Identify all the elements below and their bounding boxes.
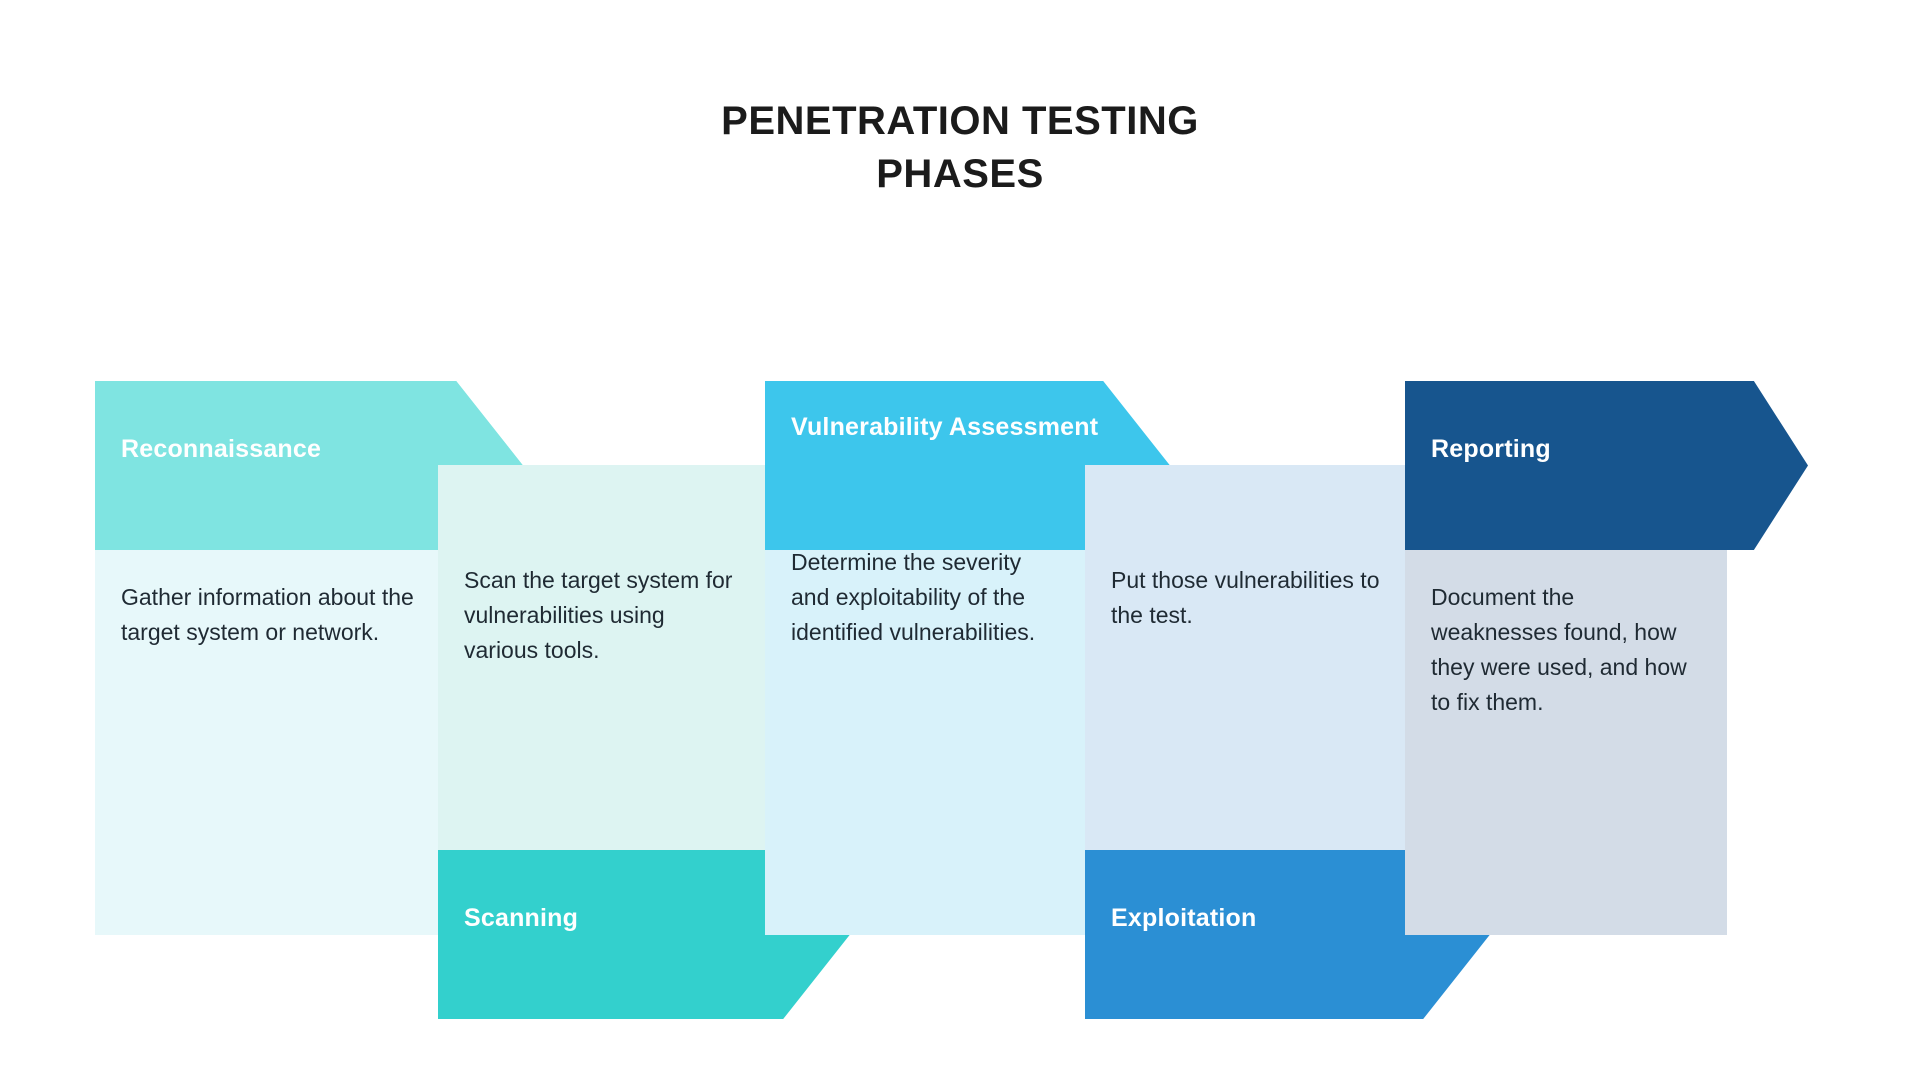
phase-arrow-scanning: Scanning	[438, 850, 850, 1019]
phase-description-vulnerability-assessment: Determine the severity and exploitabilit…	[791, 549, 1036, 645]
phase-label-scanning: Scanning	[464, 904, 579, 932]
phase-label-vulnerability-assessment: Vulnerability Assessment	[791, 413, 1099, 441]
phase-arrow-reporting: Reporting	[1405, 381, 1808, 550]
phase-description-reconnaissance: Gather information about the target syst…	[121, 584, 414, 645]
phase-arrow-vulnerability-assessment: Vulnerability Assessment	[765, 381, 1170, 550]
page-title: PENETRATION TESTING PHASES	[721, 99, 1199, 196]
phase-arrow-reconnaissance: Reconnaissance	[95, 381, 523, 550]
phase-label-exploitation: Exploitation	[1111, 904, 1257, 932]
phase-arrow-exploitation: Exploitation	[1085, 850, 1490, 1019]
phase-description-reporting: Document the weaknesses found, how they …	[1431, 584, 1687, 715]
phase-description-scanning: Scan the target system for vulnerabiliti…	[464, 567, 733, 663]
phase-description-exploitation: Put those vulnerabilities to the test.	[1111, 567, 1380, 628]
phase-label-reconnaissance: Reconnaissance	[121, 435, 322, 463]
phase-label-reporting: Reporting	[1431, 435, 1551, 463]
